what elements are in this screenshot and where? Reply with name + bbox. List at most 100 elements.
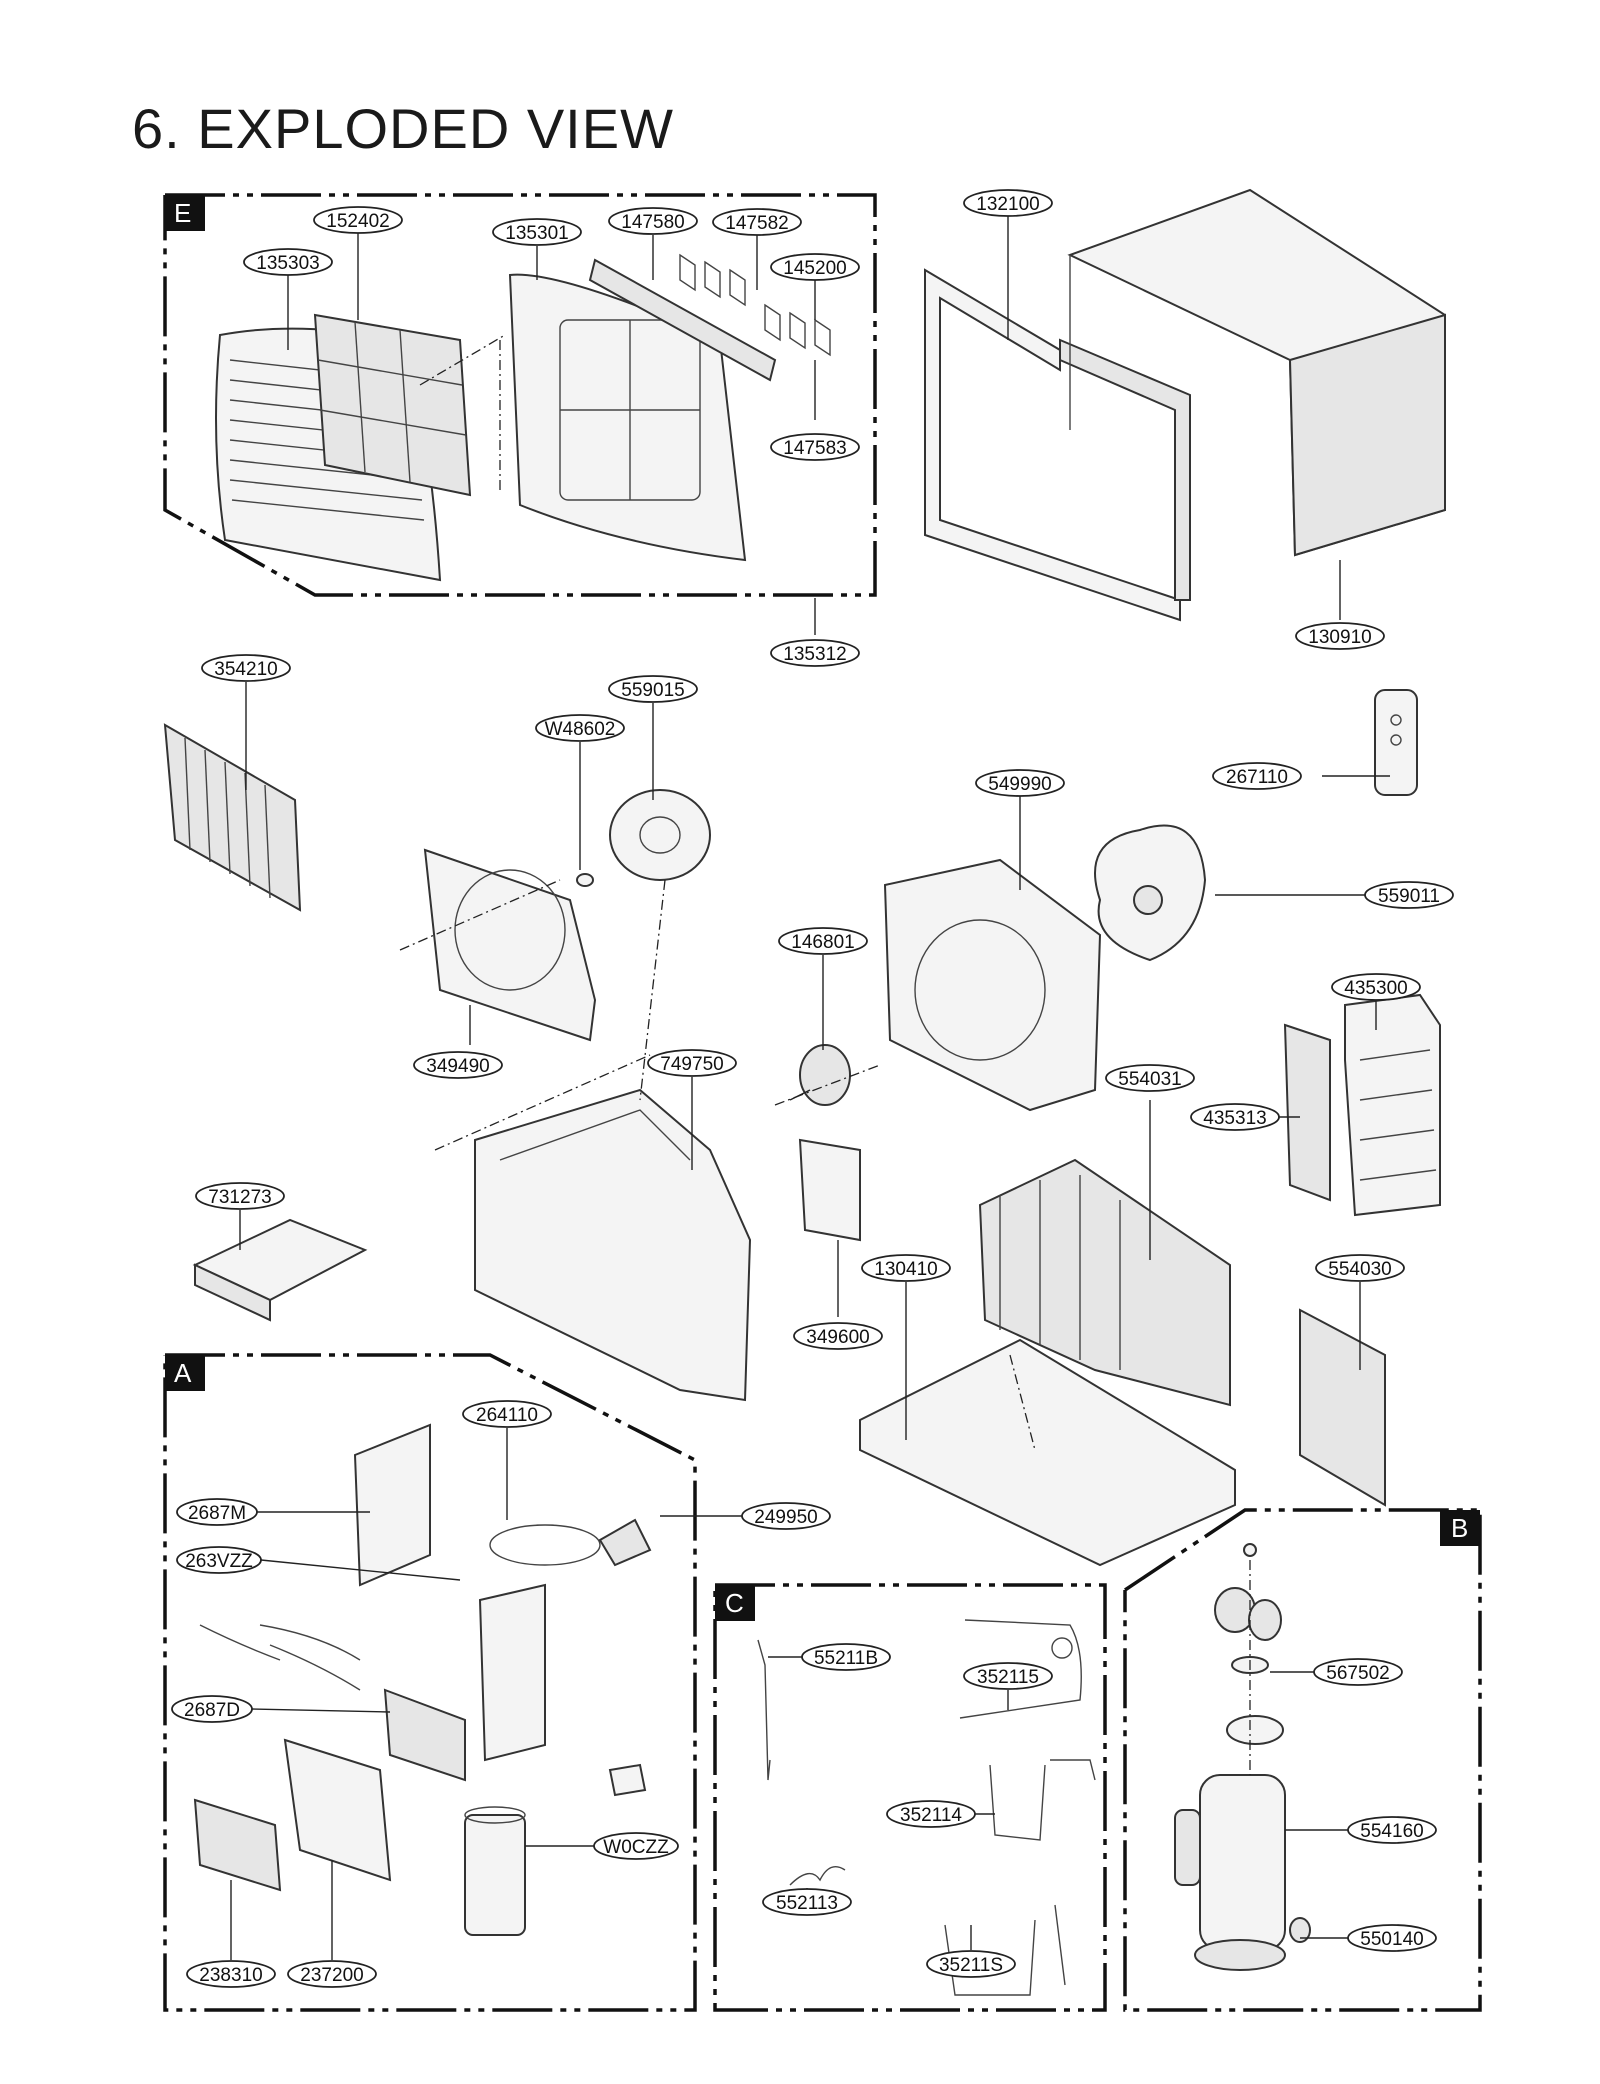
part-number-435300: 435300: [1344, 978, 1407, 999]
part-number-55211B: 55211B: [814, 1648, 878, 1669]
label-352114: 352114: [886, 1800, 976, 1828]
label-352115: 352115: [963, 1662, 1053, 1690]
front-panel-drawing: [508, 273, 747, 562]
label-35211S: 35211S: [926, 1950, 1016, 1978]
window-frame-drawing: [924, 268, 1191, 622]
barrier-drawing: [474, 1088, 752, 1402]
part-number-147583: 147583: [783, 438, 846, 459]
part-number-731273: 731273: [208, 1187, 271, 1208]
pipe-55211b-drawing: [757, 1639, 771, 1781]
display-overlay-drawing: [193, 1798, 282, 1892]
part-number-237200: 237200: [300, 1965, 363, 1986]
condenser-fan-drawing: [1094, 824, 1207, 962]
part-number-554160: 554160: [1360, 1821, 1423, 1842]
part-number-559011: 559011: [1378, 886, 1440, 907]
label-147582: 147582: [712, 208, 802, 236]
capacitor-drawing: [464, 1806, 526, 1936]
part-number-352114: 352114: [900, 1805, 962, 1826]
label-349490: 349490: [413, 1051, 503, 1079]
shroud-drawing: [883, 858, 1102, 1112]
label-130910: 130910: [1295, 622, 1385, 650]
label-354210: 354210: [201, 654, 291, 682]
label-146801: 146801: [778, 927, 868, 955]
section-c-frame: C: [713, 1583, 1107, 2012]
grille-rear-drawing: [1344, 993, 1441, 1217]
section-e-frame: E: [163, 193, 877, 597]
leader-lines: [230, 215, 1390, 1960]
part-number-146801: 146801: [791, 932, 854, 953]
part-number-135303: 135303: [256, 253, 319, 274]
part-number-435313: 435313: [1203, 1108, 1266, 1129]
label-238310: 238310: [186, 1960, 276, 1988]
label-132100: 132100: [963, 189, 1053, 217]
part-number-130910: 130910: [1308, 627, 1371, 648]
part-number-554030: 554030: [1328, 1259, 1391, 1280]
label-135312: 135312: [770, 639, 860, 667]
part-number-354210: 354210: [214, 659, 277, 680]
label-135301: 135301: [492, 218, 582, 246]
part-number-549990: 549990: [988, 774, 1051, 795]
part-number-W48602: W48602: [545, 719, 616, 740]
label-W48602: W48602: [535, 714, 625, 742]
pcb-drawing: [383, 1688, 466, 1782]
label-559015: 559015: [608, 675, 698, 703]
label-135303: 135303: [243, 248, 333, 276]
label-554031: 554031: [1105, 1064, 1195, 1092]
label-267110: 267110: [1212, 762, 1302, 790]
part-number-559015: 559015: [621, 680, 684, 701]
nut-drawing: [576, 873, 594, 887]
part-number-263VZZ: 263VZZ: [185, 1551, 253, 1572]
pipe-35211s-drawing: [944, 1904, 1066, 1996]
clip-drawing: [608, 1763, 647, 1797]
louver-drawing: [588, 258, 777, 382]
part-number-238310: 238310: [199, 1965, 262, 1986]
label-435300: 435300: [1331, 973, 1421, 1001]
condenser-coil-drawing: [978, 1158, 1231, 1407]
label-549990: 549990: [975, 769, 1065, 797]
part-number-2687M: 2687M: [188, 1503, 246, 1524]
pipe-352115-drawing: [959, 1619, 1082, 1719]
louver-links-drawing: [679, 253, 831, 357]
base-pan-drawing: [859, 1338, 1236, 1567]
label-2687D: 2687D: [171, 1695, 253, 1723]
part-number-147582: 147582: [725, 213, 788, 234]
part-number-135312: 135312: [783, 644, 846, 665]
label-567502: 567502: [1313, 1658, 1403, 1686]
part-number-749750: 749750: [660, 1054, 723, 1075]
part-number-554031: 554031: [1118, 1069, 1181, 1090]
screw-bag-drawing: [192, 1218, 368, 1322]
label-147580: 147580: [608, 207, 698, 235]
control-panel-drawing: [283, 1738, 392, 1882]
label-554030: 554030: [1315, 1254, 1405, 1282]
motor-bracket-drawing: [798, 1138, 861, 1242]
label-731273: 731273: [195, 1182, 285, 1210]
label-237200: 237200: [287, 1960, 377, 1988]
part-number-152402: 152402: [326, 211, 389, 232]
part-number-130410: 130410: [874, 1259, 937, 1280]
label-2687M: 2687M: [176, 1498, 258, 1526]
cabinet-drawing: [1067, 188, 1446, 557]
side-panel-drawing: [1283, 1023, 1331, 1202]
label-147583: 147583: [770, 433, 860, 461]
label-435313: 435313: [1190, 1103, 1280, 1131]
label-152402: 152402: [313, 206, 403, 234]
page-title: 6. EXPLODED VIEW: [132, 97, 674, 160]
part-number-132100: 132100: [976, 194, 1039, 215]
blower-wheel-drawing: [609, 789, 711, 881]
label-550140: 550140: [1347, 1924, 1437, 1952]
label-749750: 749750: [647, 1049, 737, 1077]
pipe-352114-drawing: [989, 1759, 1096, 1841]
label-552113: 552113: [762, 1888, 852, 1916]
grommet-drawing: [1289, 1917, 1311, 1943]
label-W0CZZ: W0CZZ: [593, 1832, 679, 1860]
label-559011: 559011: [1364, 881, 1454, 909]
label-264110: 264110: [462, 1400, 552, 1428]
power-cord-drawing: [489, 1518, 652, 1567]
label-249950: 249950: [741, 1502, 831, 1530]
assembly-guides: [399, 334, 1251, 1775]
label-263VZZ: 263VZZ: [176, 1546, 262, 1574]
part-number-550140: 550140: [1360, 1929, 1423, 1950]
part-number-267110: 267110: [1226, 767, 1288, 788]
label-55211B: 55211B: [801, 1643, 891, 1671]
part-number-552113: 552113: [776, 1893, 838, 1914]
